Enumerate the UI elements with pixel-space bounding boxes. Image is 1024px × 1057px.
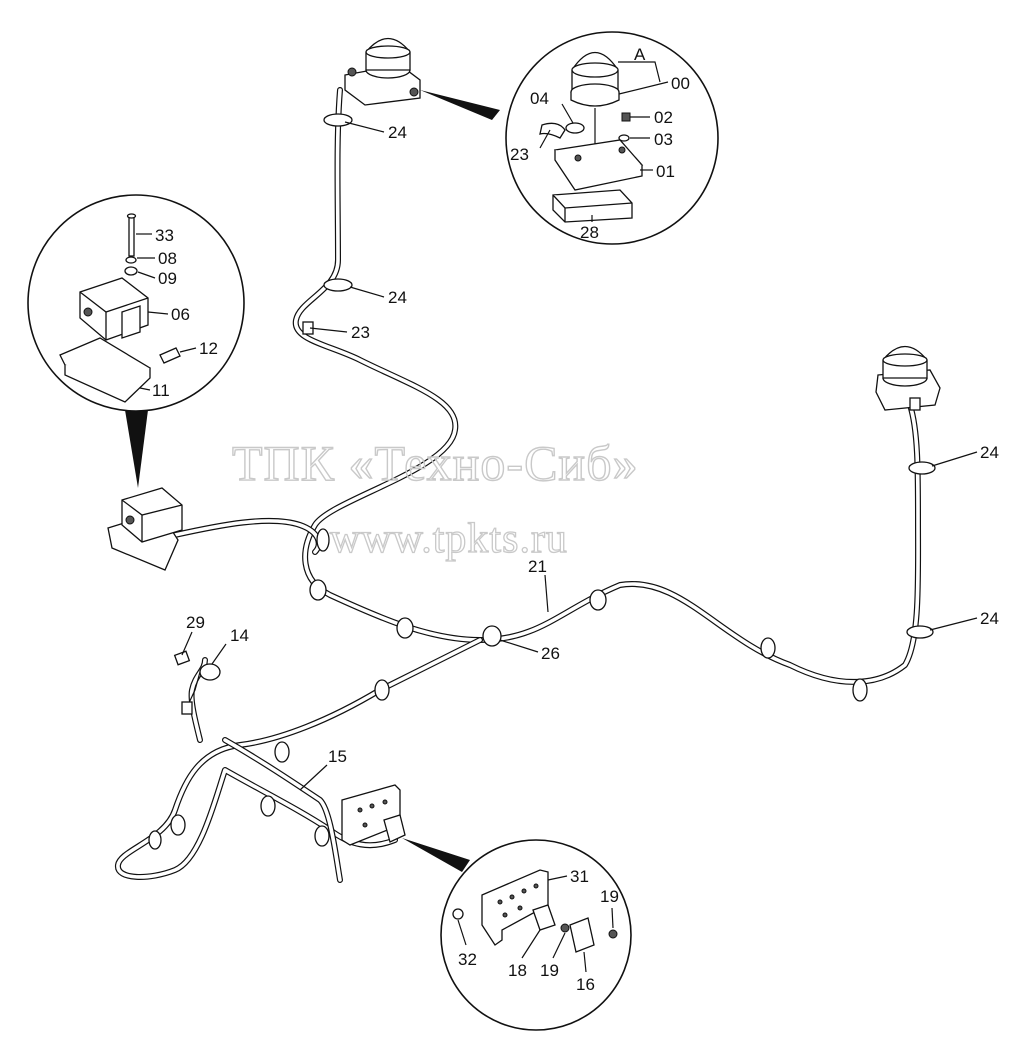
- callout-28: 28: [580, 223, 599, 242]
- watermark-company: ТПК «Техно-Сиб»: [232, 435, 639, 491]
- callout-19-left: 19: [540, 961, 559, 980]
- callout-31: 31: [570, 867, 589, 886]
- callout-16: 16: [576, 975, 595, 994]
- watermark: ТПК «Техно-Сиб» www.tpkts.ru: [231, 434, 639, 562]
- box-cable: [172, 517, 322, 555]
- callout-08: 08: [158, 249, 177, 268]
- harness-branch-15: [115, 637, 483, 883]
- callout-12: 12: [199, 339, 218, 358]
- callout-21: 21: [528, 557, 547, 576]
- callout-06: 06: [171, 305, 190, 324]
- callout-26: 26: [541, 644, 560, 663]
- detail-circle-bracket: [402, 838, 632, 1031]
- callout-09: 09: [158, 269, 177, 288]
- leader-lines: [136, 61, 978, 973]
- callout-03: 03: [654, 130, 673, 149]
- callout-14: 14: [230, 626, 249, 645]
- callout-24-right-bottom: 24: [980, 609, 999, 628]
- connector-14-29: [173, 650, 221, 715]
- watermark-url: www.tpkts.ru: [330, 516, 568, 562]
- callout-01: 01: [656, 162, 675, 181]
- callout-24-right-top: 24: [980, 443, 999, 462]
- callout-23-detail: 23: [510, 145, 529, 164]
- callout-00: 00: [671, 74, 690, 93]
- control-box-assembly: [107, 487, 183, 571]
- main-harness-cable: [292, 87, 922, 685]
- callout-19-right: 19: [600, 887, 619, 906]
- cable-clamps: [148, 113, 936, 850]
- callout-labels: A 00 04 02 03 23 01 28 33 08 09 06 12 11…: [152, 45, 999, 994]
- callout-32: 32: [458, 950, 477, 969]
- detail-circle-beacon: [420, 31, 719, 245]
- callout-15: 15: [328, 747, 347, 766]
- callout-33: 33: [155, 226, 174, 245]
- callout-29: 29: [186, 613, 205, 632]
- beacon-lamp-right: [875, 345, 941, 411]
- beacon-lamp-top: [344, 37, 421, 106]
- callout-24-mid: 24: [388, 288, 407, 307]
- callout-18: 18: [508, 961, 527, 980]
- detail-circle-box: [27, 194, 245, 488]
- callout-04: 04: [530, 89, 549, 108]
- callout-A: A: [634, 45, 646, 64]
- callout-02: 02: [654, 108, 673, 127]
- callout-23: 23: [351, 323, 370, 342]
- callout-24-top: 24: [388, 123, 407, 142]
- relay-bracket-mounted: [341, 784, 406, 846]
- callout-11: 11: [152, 381, 170, 400]
